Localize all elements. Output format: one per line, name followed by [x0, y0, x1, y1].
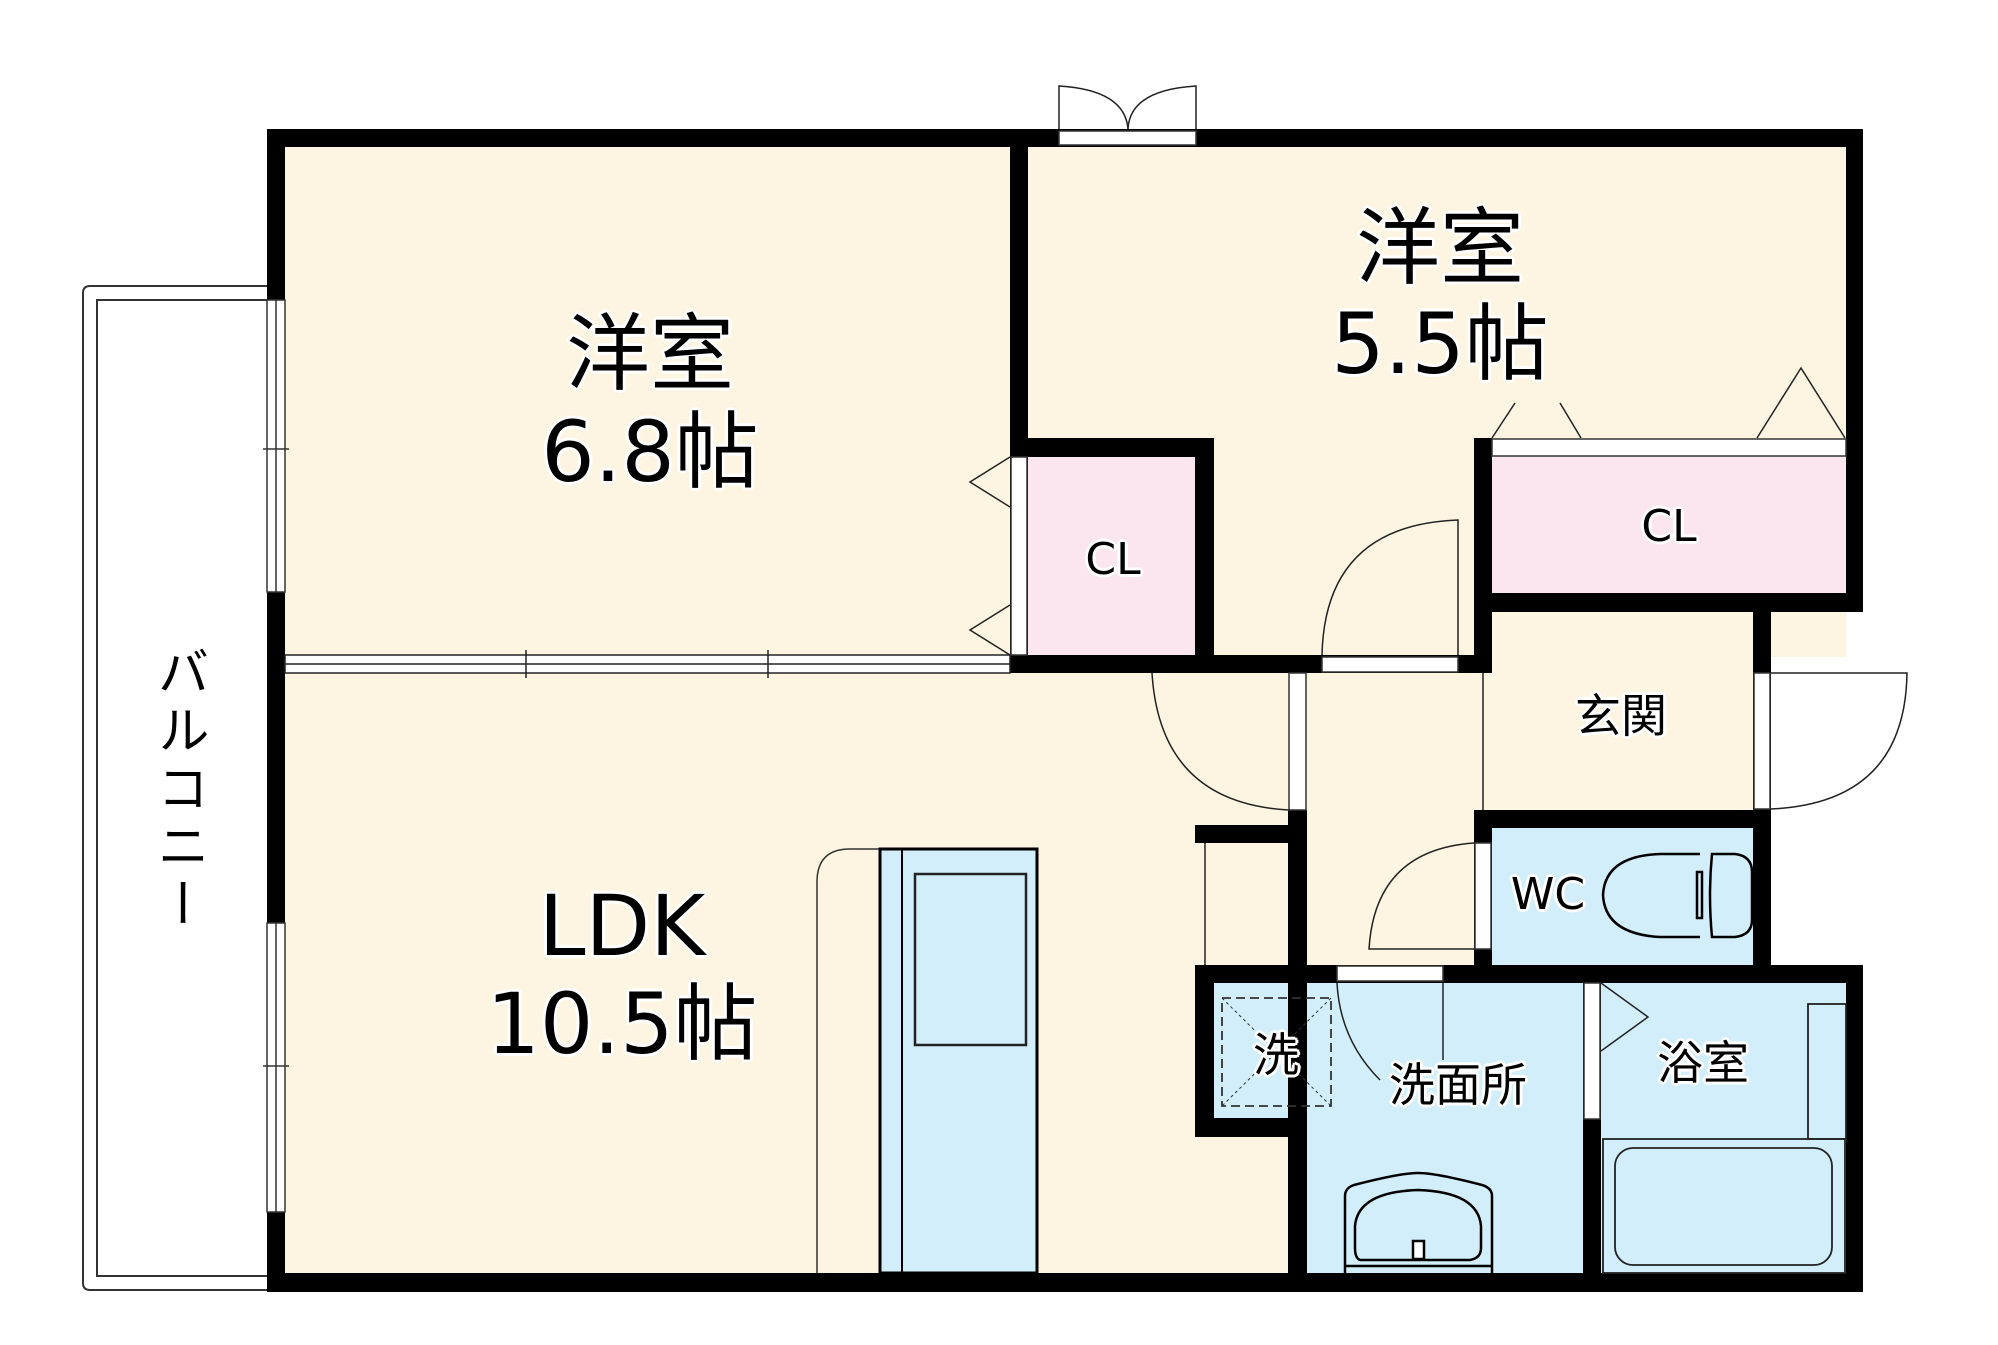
ldk-label: LDK 10.5帖 — [486, 884, 757, 1066]
closet-2-label: CL — [1641, 501, 1697, 552]
washer-space — [1221, 997, 1332, 1107]
ldk-size: 10.5帖 — [486, 975, 758, 1073]
entrance-label: 玄関 — [1575, 689, 1667, 743]
kitchen-sink — [913, 872, 1028, 1047]
door-swings — [968, 85, 1908, 1081]
western-room-2-name: 洋室 — [1355, 199, 1524, 297]
windows — [263, 130, 1197, 1213]
washer-label: 洗 — [1253, 1028, 1299, 1082]
bathroom-floor — [1601, 983, 1846, 1273]
western-room-1-name: 洋室 — [565, 305, 734, 403]
bathroom-label: 浴室 — [1657, 1036, 1749, 1090]
western-room-2-size: 5.5帖 — [1331, 295, 1549, 393]
wash-basin — [1343, 1171, 1494, 1273]
western-room-2-label: 洋室 5.5帖 — [1331, 206, 1549, 386]
balcony — [82, 285, 267, 1291]
entrance-floor — [1483, 612, 1755, 812]
ldk-name: LDK — [538, 877, 706, 975]
closet-1-label: CL — [1085, 534, 1141, 585]
washroom-label: 洗面所 — [1389, 1058, 1527, 1112]
western-room-1-floor — [285, 147, 1010, 657]
door-openings — [1010, 438, 1847, 1120]
closet-1-floor — [1028, 457, 1195, 655]
toilet-label: WC — [1510, 869, 1586, 920]
bathtub — [1602, 1003, 1847, 1274]
balcony-label: バルコニー — [148, 645, 208, 935]
western-room-1-label: 洋室 6.8帖 — [541, 312, 759, 494]
window-top — [1058, 130, 1197, 146]
ldk-floor — [285, 657, 1295, 1273]
toilet-fixture — [1601, 852, 1754, 939]
sliding-partition — [284, 650, 1011, 678]
closet-2-floor — [1492, 456, 1846, 593]
western-room-1-size: 6.8帖 — [541, 403, 759, 501]
kitchen-counter — [816, 847, 1039, 1275]
